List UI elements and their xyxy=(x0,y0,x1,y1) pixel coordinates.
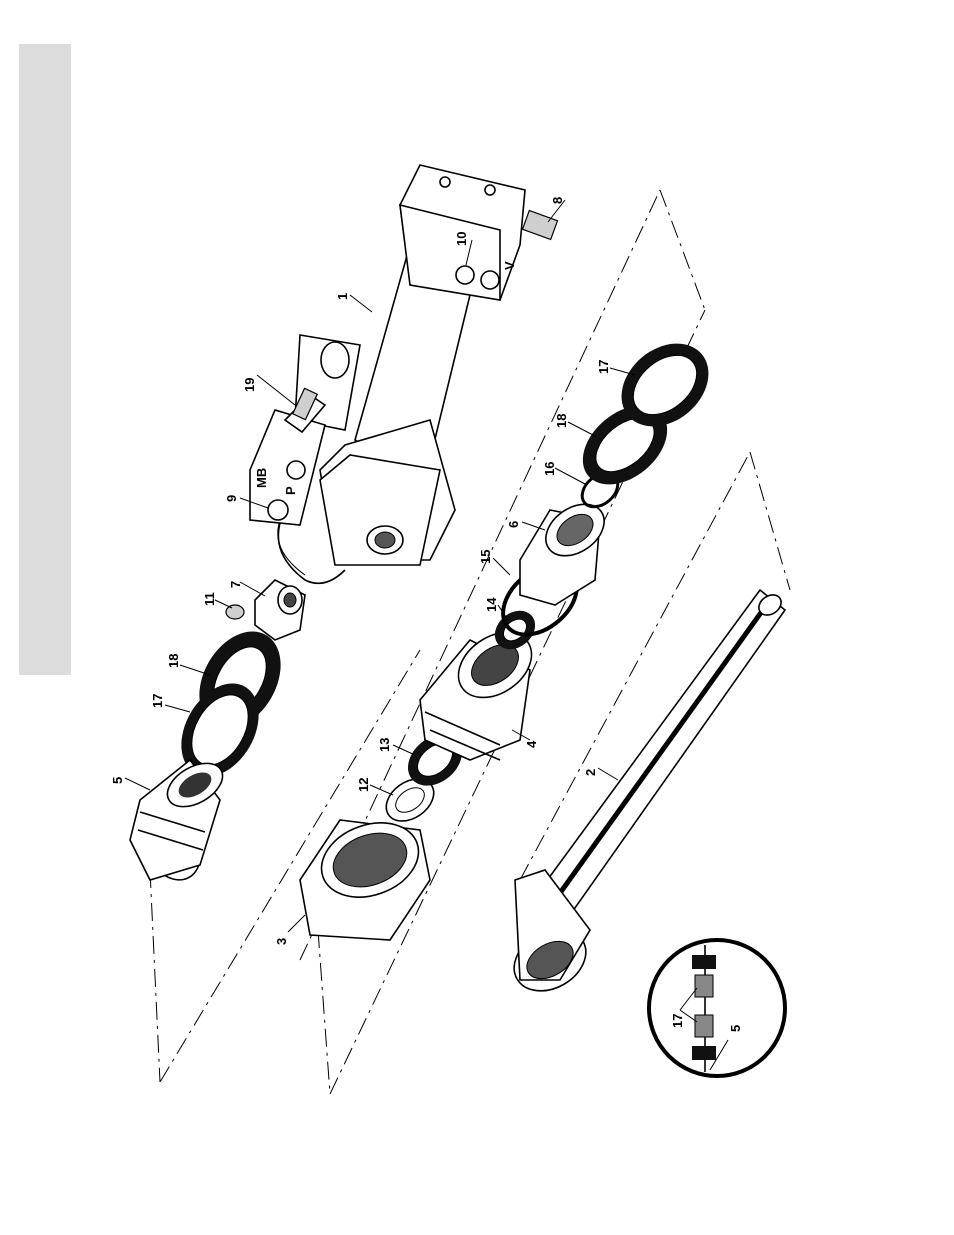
callout-17-right: 17 xyxy=(596,360,611,374)
callout-2: 2 xyxy=(583,769,598,776)
callout-7: 7 xyxy=(228,581,243,588)
callout-17-left: 17 xyxy=(150,694,165,708)
callout-6: 6 xyxy=(506,521,521,528)
callout-8: 8 xyxy=(550,197,565,204)
callout-18-left: 18 xyxy=(166,654,181,668)
callout-15: 15 xyxy=(478,550,493,564)
detail-callout-5: 5 xyxy=(728,1025,743,1032)
valve-block-left: MB P xyxy=(250,388,325,525)
callout-10: 10 xyxy=(454,232,469,246)
part-2-piston-rod xyxy=(503,590,785,1003)
callout-11: 11 xyxy=(202,592,217,606)
part-5-piston xyxy=(127,754,230,889)
part-7-fitting xyxy=(255,580,305,640)
part-11-screw xyxy=(226,605,244,619)
callout-14: 14 xyxy=(484,597,499,612)
port-mark-v: V xyxy=(502,261,517,270)
callout-3: 3 xyxy=(274,938,289,945)
callout-4: 4 xyxy=(524,740,539,748)
port-mark-mb: MB xyxy=(254,468,269,488)
callout-1: 1 xyxy=(335,293,350,300)
seal-detail-inset: 17 5 xyxy=(649,940,785,1076)
callout-12: 12 xyxy=(356,778,371,792)
callout-16: 16 xyxy=(542,462,557,476)
callout-18-right: 18 xyxy=(554,414,569,428)
callout-5: 5 xyxy=(110,777,125,784)
callout-9: 9 xyxy=(224,495,239,502)
callout-19: 19 xyxy=(242,378,257,392)
valve-block-right: V xyxy=(400,165,558,300)
detail-callout-17: 17 xyxy=(670,1014,685,1028)
port-mark-p-left: P xyxy=(283,486,298,495)
part-6-bushing xyxy=(520,494,614,605)
callout-13: 13 xyxy=(377,738,392,752)
part-3-gland-nut xyxy=(300,810,430,940)
